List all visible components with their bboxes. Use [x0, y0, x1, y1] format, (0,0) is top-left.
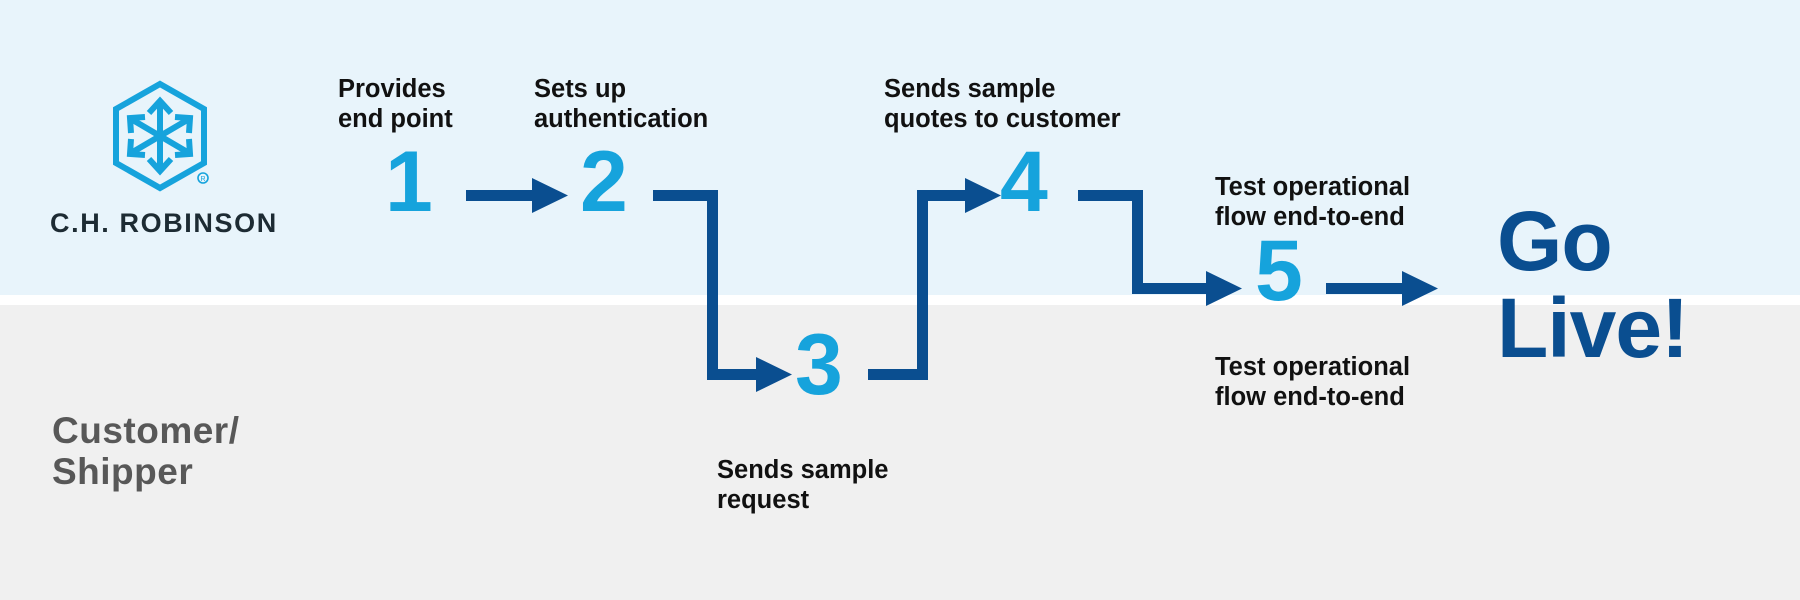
hexagon-arrows-logo-icon: R [113, 80, 209, 192]
step-3-caption: Sends sample request [717, 455, 967, 515]
step-1-caption-line2: end point [338, 105, 453, 134]
go-live-outcome: Go Live! [1497, 198, 1757, 371]
step-5-number: 5 [1255, 223, 1303, 319]
step-1-caption: Provides end point [338, 74, 548, 134]
step-5-caption-below-line1: Test operational [1215, 353, 1411, 381]
step-1-number: 1 [385, 134, 433, 230]
step-2-number: 2 [580, 134, 628, 230]
step-2-caption-line1: Sets up [534, 75, 627, 103]
step-5-caption-below-line2: flow end-to-end [1215, 383, 1405, 412]
step-4-caption: Sends sample quotes to customer [884, 74, 1184, 134]
step-5-caption-above-line2: flow end-to-end [1215, 203, 1405, 232]
lane-label-customer-line1: Customer/ [52, 410, 240, 451]
go-live-line1: Go [1497, 194, 1613, 288]
lane-label-customer: Customer/ Shipper [52, 410, 382, 493]
step-4-number: 4 [1000, 134, 1048, 230]
lane-provider-background [0, 0, 1800, 295]
step-5-caption-above-line1: Test operational [1215, 173, 1411, 201]
svg-text:R: R [200, 176, 205, 183]
step-1-caption-line1: Provides [338, 75, 446, 103]
connector-2-to-3 [653, 190, 792, 392]
step-5-caption-above: Test operational flow end-to-end [1215, 172, 1475, 232]
step-2-caption-line2: authentication [534, 105, 709, 134]
step-4-caption-line2: quotes to customer [884, 105, 1121, 134]
step-4-caption-line1: Sends sample [884, 75, 1056, 103]
connector-1-to-2 [466, 178, 568, 213]
go-live-line2: Live! [1497, 280, 1689, 375]
registered-trademark-icon: R [197, 172, 209, 184]
ch-robinson-logo: R C.H. ROBINSON [50, 80, 278, 239]
step-5-caption-below: Test operational flow end-to-end [1215, 352, 1475, 412]
step-3-caption-line2: request [717, 486, 810, 515]
connector-5-to-go-live [1326, 271, 1438, 306]
step-2-caption: Sets up authentication [534, 74, 794, 134]
connector-3-to-4 [868, 178, 1001, 380]
step-3-number: 3 [795, 317, 843, 413]
step-3-caption-line1: Sends sample [717, 456, 889, 484]
logo-wordmark: C.H. ROBINSON [50, 208, 278, 238]
connector-4-to-5 [1078, 190, 1242, 306]
lane-label-customer-line2: Shipper [52, 451, 194, 493]
lane-customer-background [0, 305, 1800, 600]
